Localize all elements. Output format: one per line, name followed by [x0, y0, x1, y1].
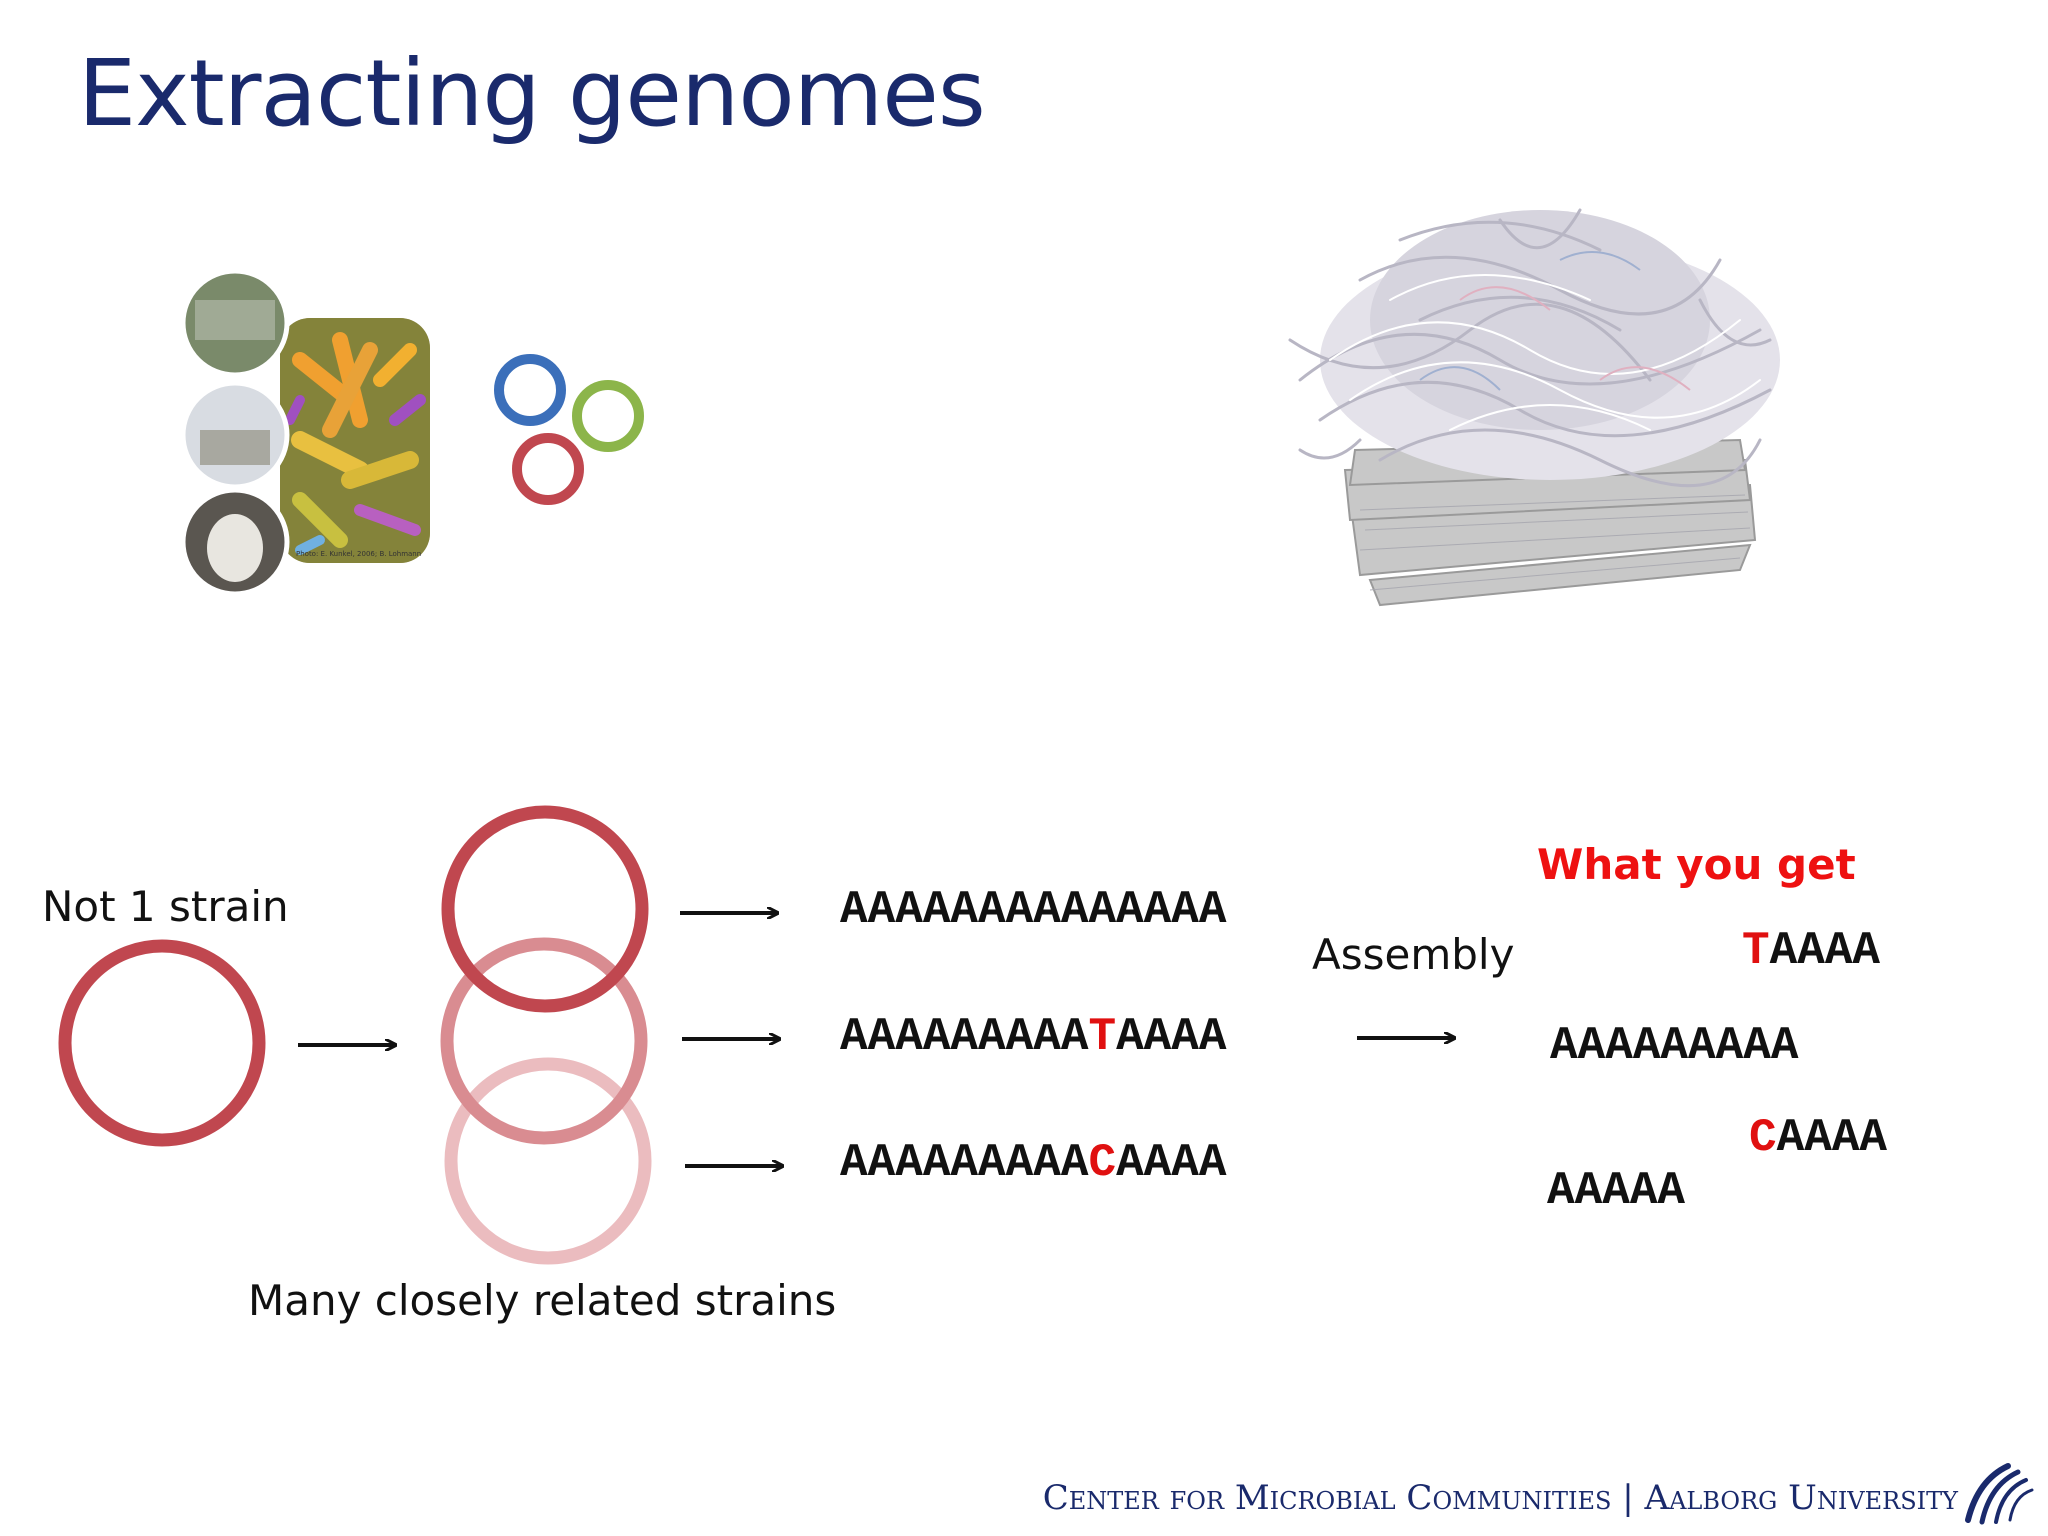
assembled-fragment: AAAAA: [1547, 1165, 1685, 1217]
fragment-text: AAAA: [1776, 1112, 1888, 1164]
what-you-get-label: What you get: [1537, 840, 1856, 889]
shredded-paper-image: [1288, 208, 1780, 607]
mutation-base: C: [1749, 1112, 1777, 1164]
page-title: Extracting genomes: [78, 40, 986, 147]
many-strains-label: Many closely related strains: [248, 1276, 837, 1325]
sequence-text: AAAAAAAAA: [840, 1011, 1089, 1063]
single-strain-circle: [58, 939, 266, 1147]
fragment-text: AAAAA: [1547, 1165, 1686, 1217]
multiple-strains-circles: [440, 805, 652, 1265]
aau-logo-icon: [1965, 1463, 2034, 1525]
sequence-text: AAAA: [1116, 1011, 1227, 1063]
assembly-label: Assembly: [1312, 930, 1515, 979]
not-one-strain-label: Not 1 strain: [42, 882, 289, 931]
mutation-base: C: [1088, 1137, 1117, 1189]
assembled-fragment: CAAAA: [1749, 1112, 1887, 1164]
sequence-text: AAAAAAAAAAAAAA: [840, 884, 1227, 936]
fragment-text: AAAA: [1769, 925, 1881, 977]
footer: Center for Microbial Communities | Aalbo…: [1043, 1478, 1958, 1518]
sequence-row: AAAAAAAAATAAAA: [840, 1011, 1226, 1063]
assembled-fragment: AAAAAAAAA: [1550, 1020, 1798, 1072]
fragment-text: AAAAAAAAA: [1550, 1020, 1799, 1072]
sequence-text: AAAA: [1116, 1137, 1227, 1189]
sequence-text: AAAAAAAAA: [840, 1137, 1089, 1189]
strain-rings-icon: [494, 354, 644, 505]
photo-credit-text: Photo: E. Kunkel, 2006; B. Lohmann: [296, 550, 421, 558]
footer-org: Center for Microbial Communities: [1042, 1478, 1612, 1518]
microbe-collage-image: Photo: E. Kunkel, 2006; B. Lohmann: [180, 268, 430, 597]
footer-separator: |: [1622, 1478, 1634, 1518]
mutation-base: T: [1088, 1011, 1117, 1063]
sequence-row: AAAAAAAAAAAAAA: [840, 884, 1226, 936]
sequence-row: AAAAAAAAACAAAA: [840, 1137, 1226, 1189]
footer-university: Aalborg University: [1644, 1478, 1958, 1518]
mutation-base: T: [1742, 925, 1770, 977]
assembled-fragment: TAAAA: [1742, 925, 1880, 977]
